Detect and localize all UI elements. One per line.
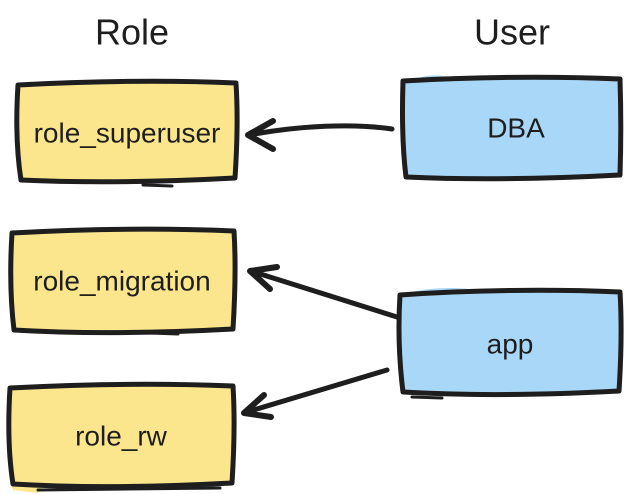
arrow-head	[241, 392, 274, 420]
arrow-shaft	[251, 123, 395, 137]
column-title-role: Role	[95, 12, 169, 53]
arrow-shaft	[244, 367, 390, 415]
role-rw-label: role_rw	[75, 421, 168, 452]
arrow-app-to-role-rw	[241, 367, 390, 420]
user-app-box	[396, 287, 624, 398]
role-migration-box	[8, 226, 238, 336]
arrow-head	[247, 264, 280, 292]
role-node-rw: role_rw	[6, 381, 237, 493]
user-dba-box	[399, 74, 624, 182]
sketch-stroke	[148, 331, 180, 336]
user-node-app: app	[396, 287, 624, 400]
sketch-stroke	[410, 395, 444, 400]
role-migration-label: role_migration	[33, 266, 210, 297]
user-dba-label: DBA	[487, 113, 545, 144]
role-superuser-box	[14, 78, 240, 185]
role-node-migration: role_migration	[8, 226, 238, 336]
role-node-superuser: role_superuser	[14, 78, 240, 188]
role-superuser-label: role_superuser	[34, 118, 221, 149]
arrow-dba-to-role-superuser	[245, 118, 395, 152]
arrow-head	[245, 118, 276, 152]
user-node-dba: DBA	[399, 74, 624, 182]
column-title-user: User	[474, 12, 550, 53]
user-app-label: app	[487, 329, 534, 360]
sketch-stroke	[141, 183, 174, 188]
sketch-stroke	[36, 486, 222, 492]
arrow-shaft	[251, 269, 400, 320]
role-rw-box	[6, 381, 237, 490]
arrow-app-to-role-migration	[247, 264, 400, 320]
